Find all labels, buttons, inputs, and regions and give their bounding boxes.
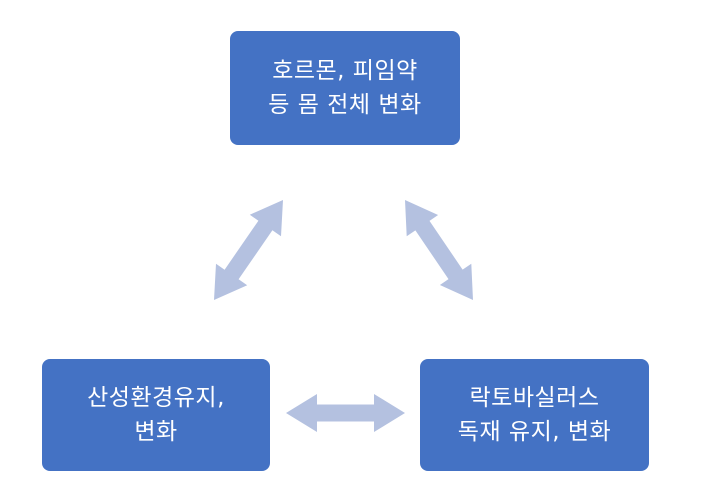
node-hormone-line-2: 등 몸 전체 변화 xyxy=(268,92,422,118)
arrow-top-right-bidirectional xyxy=(405,200,473,300)
node-hormone-line-1: 호르몬, 피임약 xyxy=(272,58,418,84)
node-acidic-environment: 산성환경유지, 변화 xyxy=(42,359,270,471)
node-lactobacillus-line-2: 독재 유지, 변화 xyxy=(457,419,612,445)
node-acidic-line-1: 산성환경유지, xyxy=(87,385,225,411)
arrow-bottom-bidirectional xyxy=(286,394,405,432)
node-lactobacillus-dominance: 락토바실러스 독재 유지, 변화 xyxy=(420,359,649,471)
arrow-top-left-bidirectional xyxy=(214,200,283,300)
node-acidic-line-2: 변화 xyxy=(134,419,178,445)
node-lactobacillus-line-1: 락토바실러스 xyxy=(469,385,600,411)
node-hormone-body-change: 호르몬, 피임약 등 몸 전체 변화 xyxy=(230,31,460,145)
